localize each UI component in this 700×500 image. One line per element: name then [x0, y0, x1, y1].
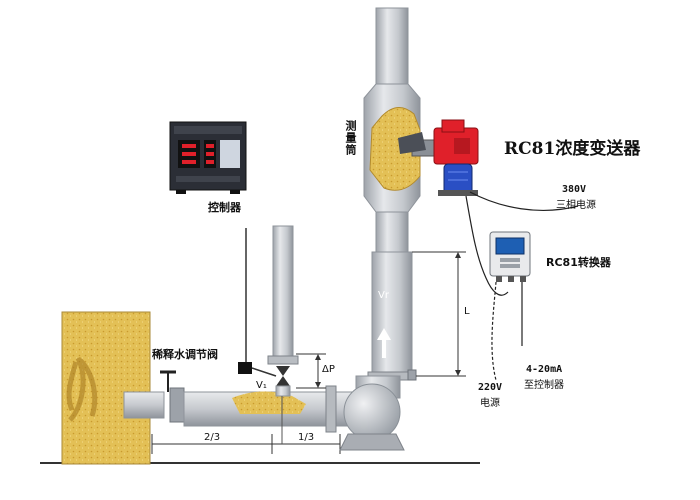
length-l-label: L — [464, 306, 470, 317]
pipe-pulp-fill — [232, 391, 306, 414]
rc81-transmitter — [398, 119, 479, 196]
control-valve-actuator — [238, 228, 277, 377]
pulp-tank — [61, 311, 151, 465]
ratio-left-label: 2/3 — [204, 432, 221, 443]
converter-label: RC81转换器 — [546, 256, 611, 269]
transmitter-label: RC81浓度变送器 — [504, 139, 641, 159]
flow-vr-label: Vr — [378, 290, 389, 301]
ratio-dimension — [151, 396, 341, 454]
dilution-valve-label: 稀释水调节阀 — [152, 348, 218, 361]
delta-p-label: ΔP — [322, 364, 335, 375]
controller-device — [169, 121, 247, 194]
power-380-label: 380V — [562, 184, 587, 195]
delta-p-dimension — [296, 353, 326, 389]
pipe-flange — [325, 385, 337, 433]
power-220-label: 220V — [478, 382, 503, 393]
dilution-water-pipe — [267, 225, 299, 397]
tank-outlet-pipe — [123, 370, 185, 423]
vertical-main-pipe — [363, 7, 421, 381]
power-220-desc: 电源 — [480, 398, 500, 409]
controller-label: 控制器 — [208, 201, 241, 214]
pump — [339, 375, 405, 451]
power-380-desc: 三相电源 — [556, 200, 596, 211]
measure-tube-label: 测量筒 — [344, 120, 357, 156]
rc81-converter — [489, 231, 531, 282]
ratio-right-label: 1/3 — [298, 432, 315, 443]
signal-desc: 至控制器 — [524, 380, 564, 391]
l-dimension — [412, 251, 466, 377]
signal-label: 4-20mA — [526, 364, 563, 375]
flow-v1-label: V₁ — [256, 380, 267, 391]
wiring — [465, 191, 579, 381]
